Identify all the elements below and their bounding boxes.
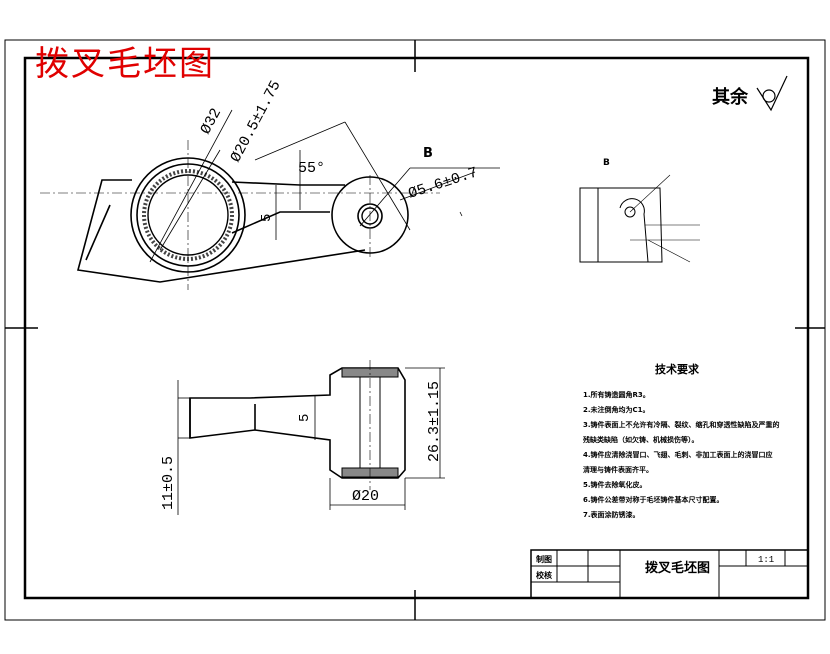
detail-label: B [603,158,610,168]
surface-finish-icon [756,75,788,112]
note-item: 1.所有铸造圆角R3。 [583,390,650,399]
dim-angle: 55° [298,160,325,177]
top-view: Ø32 Ø20.5±1.75 55° Ø5.6±0.7 5 B [40,78,500,290]
dim-left-height: 11±0.5 [160,456,177,510]
note-item: 7.表面涂防锈漆。 [583,510,640,519]
title-block-name: 拨叉毛坯图 [645,560,710,576]
note-item: 5.铸件去除氧化皮。 [583,480,647,489]
dim-rib-top: 5 [259,214,275,222]
centering-marks [5,40,825,620]
title-label-draw: 制图 [536,554,552,564]
title-block: 制图 校核 拨叉毛坯图 1:1 [530,549,809,599]
inner-frame [23,56,810,600]
dim-boss-dia: Ø20 [352,488,379,505]
front-view: 11±0.5 5 26.3±1.15 Ø20 [160,360,445,515]
dim-rib-front: 5 [297,414,313,422]
notes-heading: 技术要求 [655,362,700,376]
dim-small-hole: Ø5.6±0.7 [406,164,480,202]
note-item: 残缺类缺陷（如欠铸、机械损伤等）。 [583,435,699,444]
title-label-check: 校核 [536,570,552,580]
note-item: 4.铸件应清除浇冒口、飞翅、毛刺、非加工表面上的浇冒口应 [583,450,773,459]
banner-title: 拨叉毛坯图 [35,44,215,84]
surface-finish-label: 其余 [712,86,749,108]
dim-outer-dia: Ø32 [197,106,225,138]
dim-boss-height: 26.3±1.15 [426,381,443,462]
note-item: 清理与铸件表面齐平。 [583,465,653,474]
outer-frame [4,39,826,621]
title-block-scale: 1:1 [758,555,774,565]
note-item: 3.铸件表面上不允许有冷隔、裂纹、缩孔和穿透性缺陷及严重的 [583,420,780,429]
note-item: 2.未注倒角均为C1。 [583,405,650,414]
section-label: B [423,146,433,161]
detail-b: B [579,158,700,263]
note-item: 6.铸件公差带对称于毛坯铸件基本尺寸配置。 [583,495,724,504]
technical-notes: 技术要求 1.所有铸造圆角R3。 2.未注倒角均为C1。 3.铸件表面上不允许有… [583,362,780,519]
dim-bore-dia: Ø20.5±1.75 [227,78,284,165]
